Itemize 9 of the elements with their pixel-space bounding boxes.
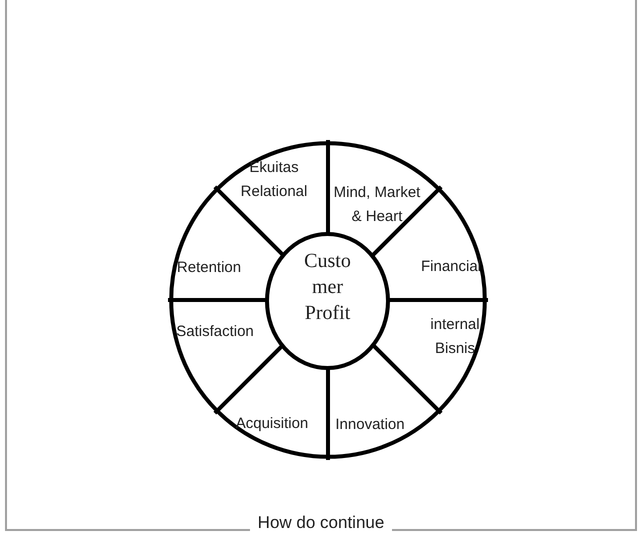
sector-label: Retention bbox=[176, 258, 242, 278]
sector-label: internal Bisnis bbox=[429, 315, 481, 359]
sector-label: Innovation bbox=[335, 415, 405, 435]
sector-label: Mind, Market & Heart bbox=[332, 183, 422, 227]
sector-label: Satisfaction bbox=[176, 322, 254, 342]
sector-label: Acquisition bbox=[236, 414, 308, 434]
sector-label: Financial bbox=[420, 257, 482, 277]
sector-label: Ekuitas Relational bbox=[240, 158, 308, 202]
center-label: Customer Profit bbox=[303, 249, 352, 326]
